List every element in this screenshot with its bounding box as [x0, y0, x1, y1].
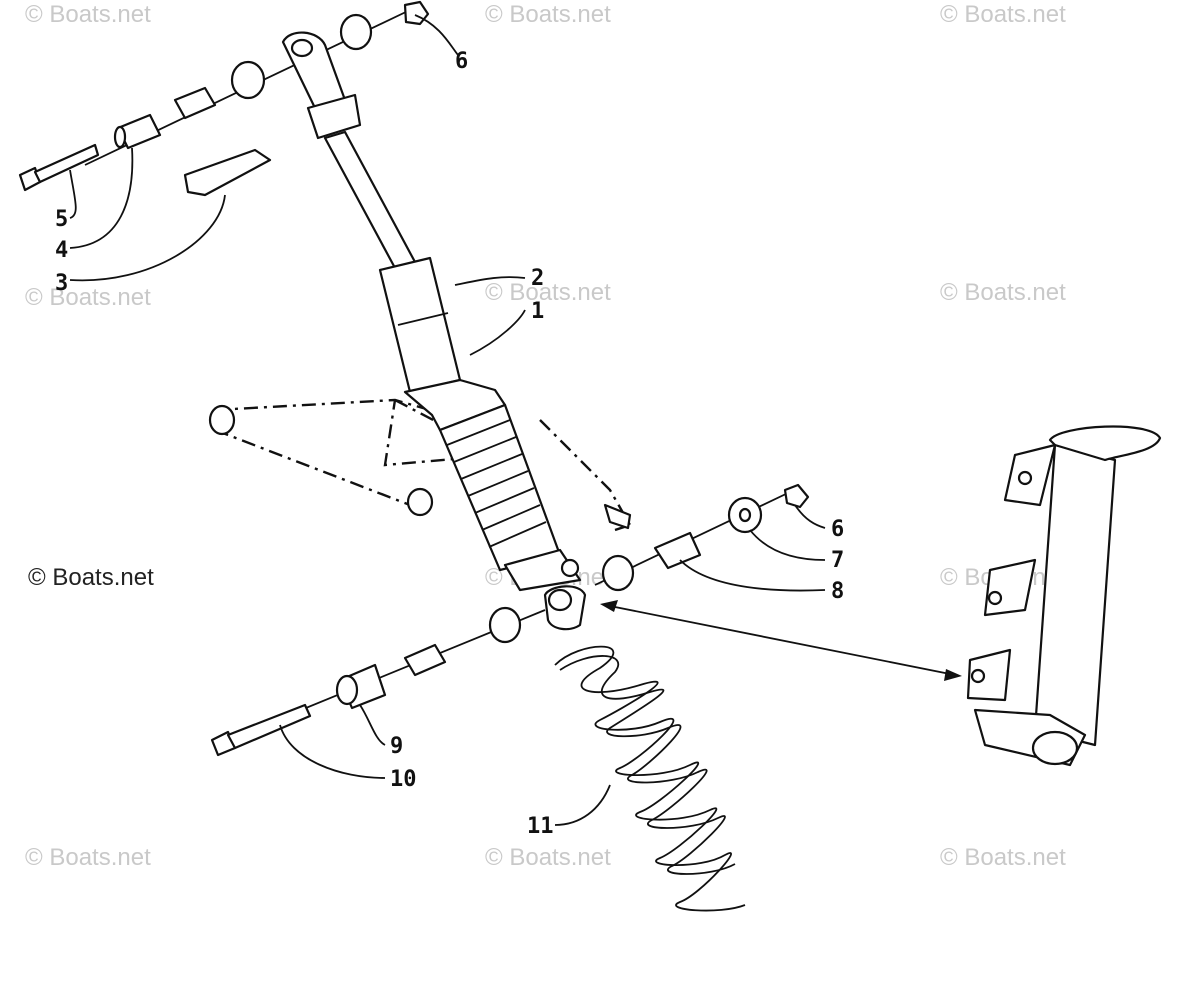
callout-9: 9 — [390, 734, 403, 759]
callout-6-upper: 6 — [455, 49, 468, 74]
watermark-main: © Boats.net — [28, 564, 154, 591]
shock-cap — [306, 93, 362, 140]
lower-mount-hardware — [210, 483, 810, 757]
bushing — [601, 554, 635, 592]
a-arm-reference — [208, 398, 632, 532]
arrow-head-icon — [600, 600, 618, 612]
bushing — [488, 606, 522, 644]
a-arm-bushing-right — [406, 487, 434, 517]
inner-sleeve — [403, 643, 447, 677]
bolt-shank — [226, 703, 312, 750]
callout-8: 8 — [831, 579, 844, 604]
arrow-head-icon — [944, 669, 962, 681]
spindle — [966, 425, 1162, 767]
nut — [783, 483, 810, 509]
watermark: © Boats.net — [25, 1, 151, 28]
callout-7: 7 — [831, 548, 844, 573]
lower-collar — [503, 548, 582, 592]
watermark: © Boats.net — [940, 844, 1066, 871]
threads — [446, 419, 547, 548]
watermark: © Boats.net — [485, 844, 611, 871]
sleeve — [653, 531, 702, 570]
callout-3: 3 — [55, 271, 68, 296]
callout-10: 10 — [390, 767, 417, 792]
threaded-body — [438, 403, 562, 572]
bushing — [230, 60, 266, 100]
watermark-group: © Boats.net © Boats.net © Boats.net © Bo… — [25, 1, 1066, 871]
shock-shaft — [323, 130, 417, 270]
callouts: 1 2 3 4 5 6 6 7 8 9 10 11 — [55, 49, 844, 839]
callout-6-lower: 6 — [831, 517, 844, 542]
coil-spring — [554, 645, 746, 912]
watermark: © Boats.net — [940, 279, 1066, 306]
reservoir-body — [378, 256, 462, 394]
callout-2: 2 — [531, 266, 544, 291]
upper-mount-hardware — [18, 0, 430, 197]
bumper-pad — [183, 148, 272, 197]
callout-11: 11 — [527, 814, 554, 839]
watermark: © Boats.net — [25, 844, 151, 871]
a-arm-bushing-left — [208, 404, 236, 436]
inner-sleeve — [173, 86, 217, 120]
callout-1: 1 — [531, 299, 544, 324]
callout-4: 4 — [55, 238, 68, 263]
watermark: © Boats.net — [485, 1, 611, 28]
watermark: © Boats.net — [25, 284, 151, 311]
callout-5: 5 — [55, 207, 68, 232]
bushing — [339, 13, 373, 51]
bolt-shank — [33, 143, 100, 184]
leader-lines — [69, 14, 826, 826]
watermark: © Boats.net — [485, 279, 611, 306]
watermark: © Boats.net — [940, 1, 1066, 28]
a-arm-bracket — [603, 503, 632, 530]
shock-absorber — [281, 31, 587, 631]
mount-arrow — [600, 600, 962, 681]
